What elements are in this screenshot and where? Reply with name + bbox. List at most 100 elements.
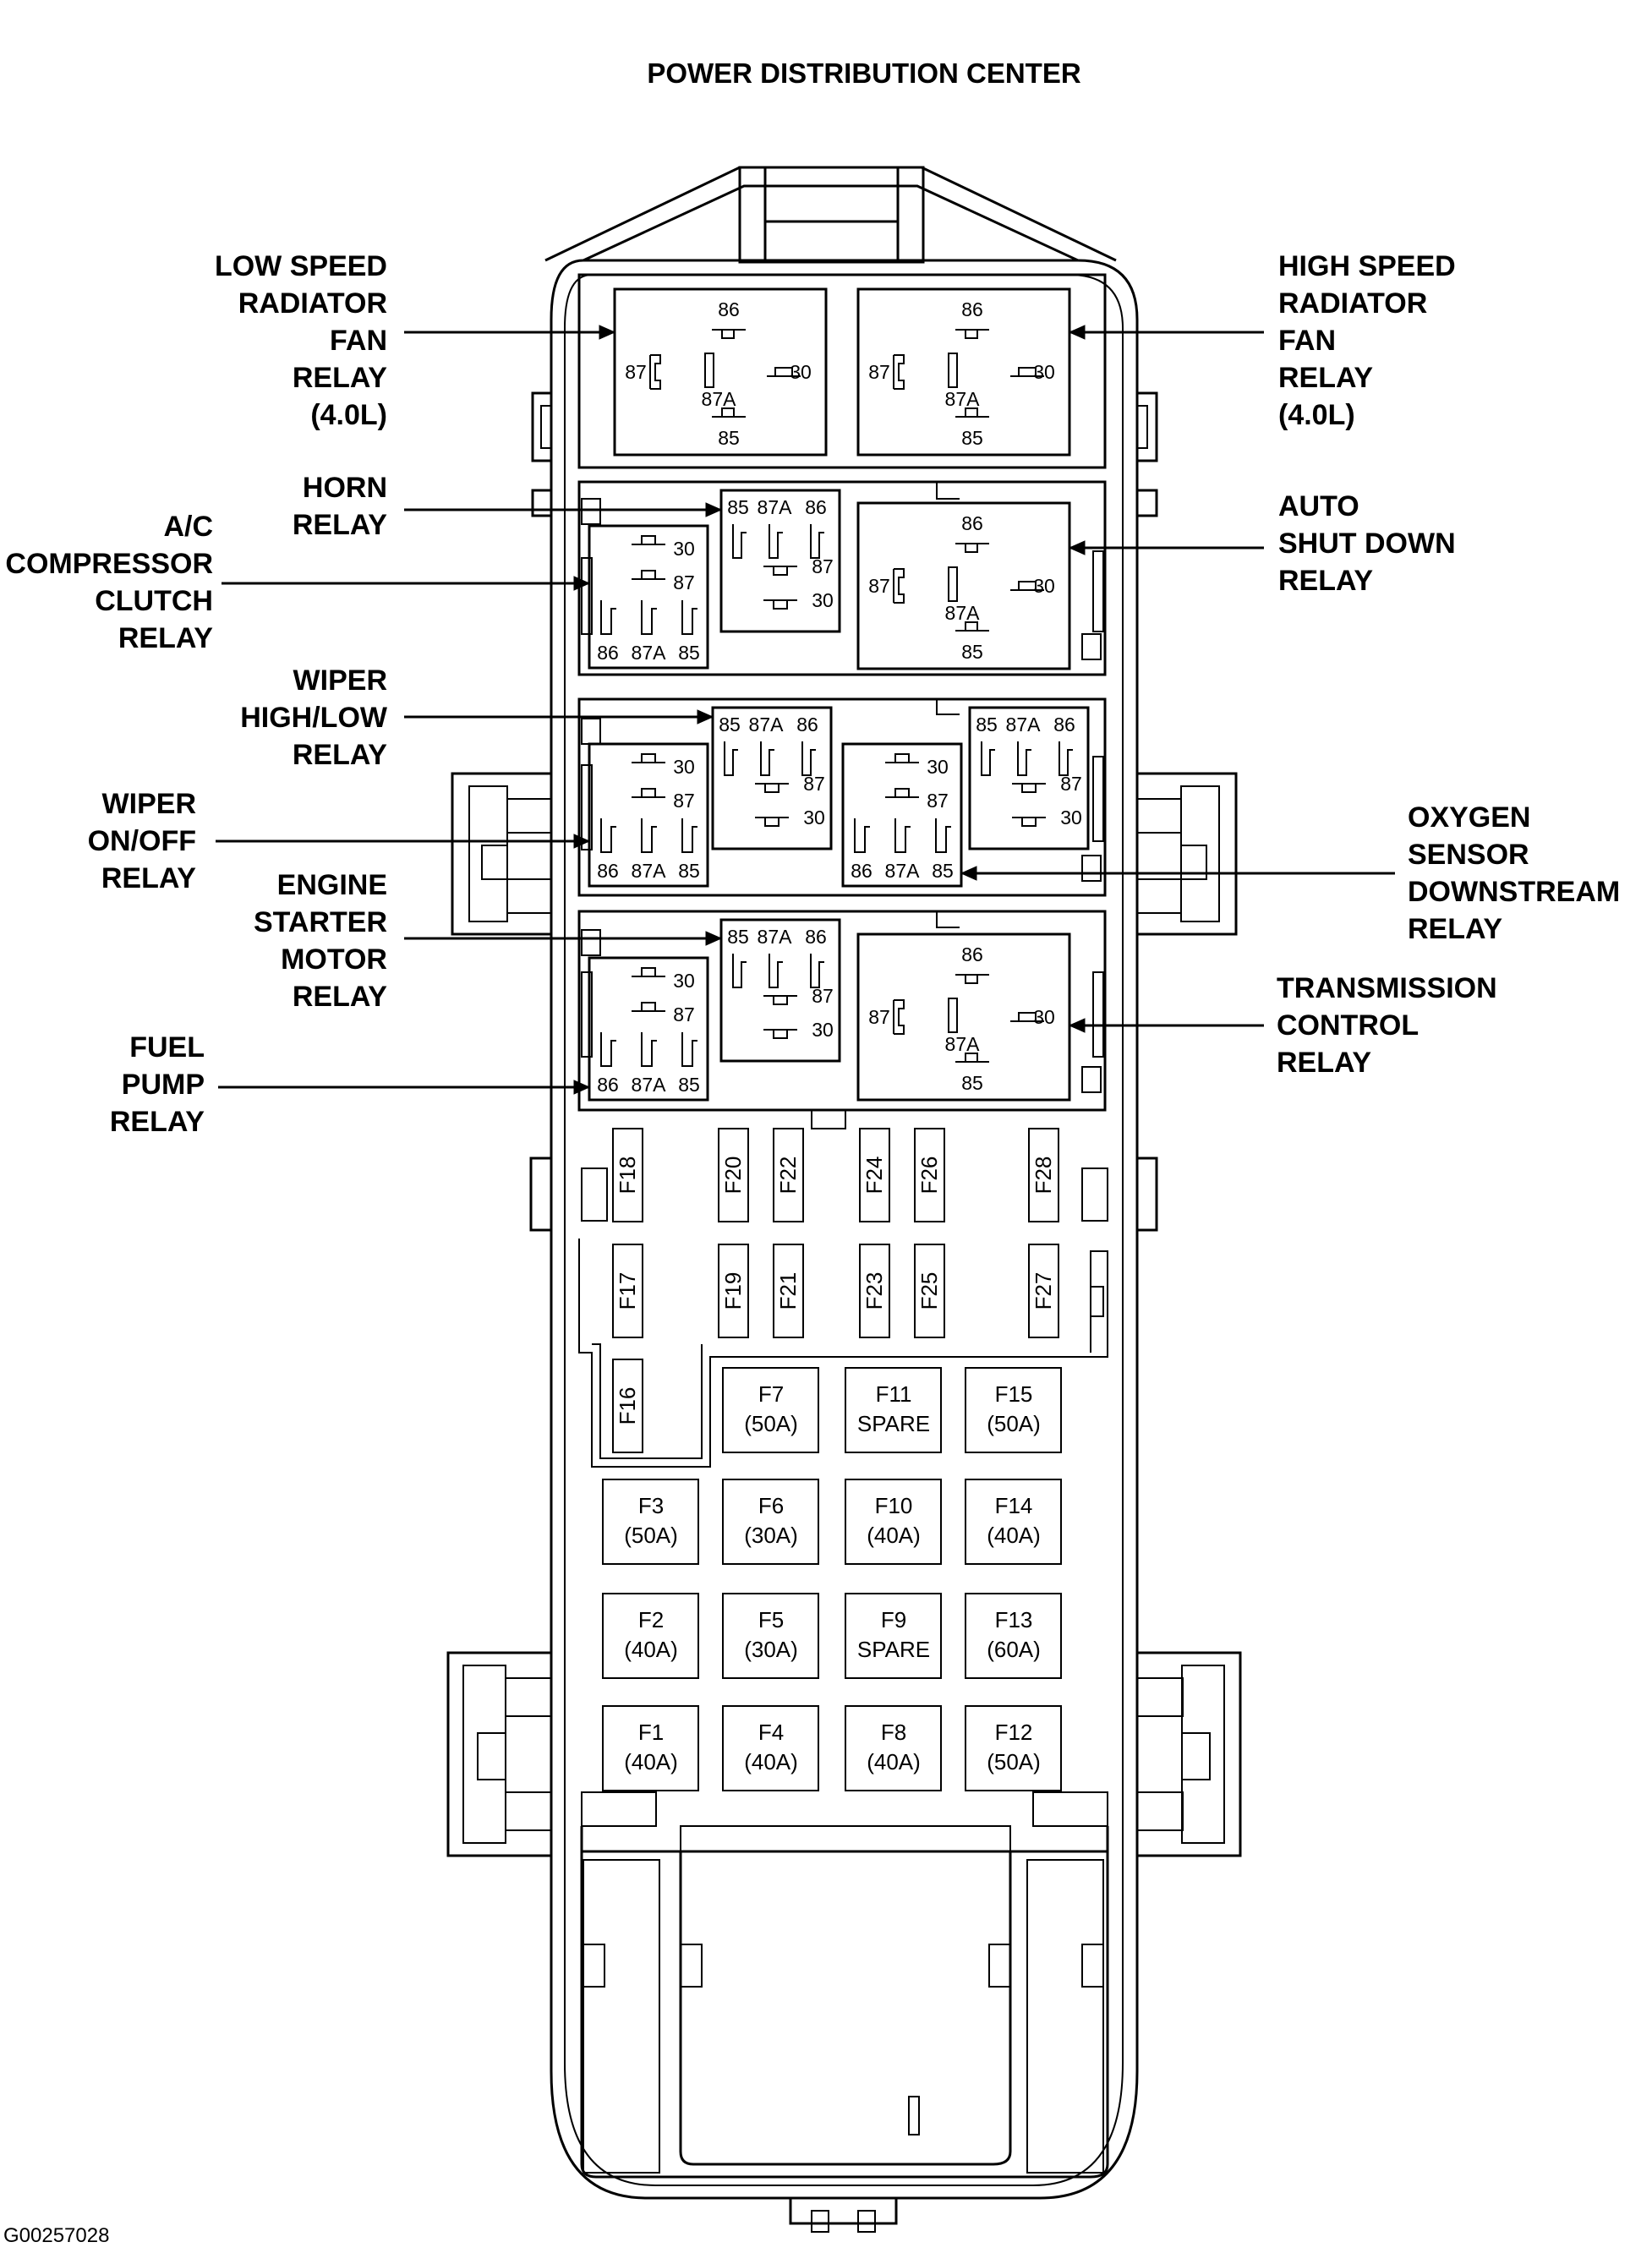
mini-fuse: F26 [914, 1128, 945, 1222]
fuse-id: F5 [758, 1607, 784, 1632]
relay-body [856, 932, 1071, 1102]
fuse-body [1028, 1244, 1059, 1338]
callout-line: RADIATOR [1278, 287, 1427, 320]
maxi-fuse: F7(50A) [722, 1367, 819, 1453]
pin-label: 87 [868, 1006, 890, 1028]
fuse-id: F6 [758, 1493, 784, 1518]
fuse-id: F9 [881, 1607, 906, 1632]
pin-87-terminal [893, 568, 905, 604]
pin-label: 85 [718, 427, 740, 449]
callout-line: HIGH SPEED [1278, 250, 1456, 282]
pin-label: 87A [945, 602, 981, 624]
relay-terminal [732, 954, 747, 988]
callout-line: FAN [1278, 325, 1336, 357]
housing-outline [446, 166, 1242, 2233]
pin-label: 30 [803, 807, 825, 828]
fuse-id: F10 [875, 1493, 913, 1518]
pin-label: 85 [727, 926, 749, 948]
relay-terminal [1017, 741, 1031, 776]
fuse-body [722, 1593, 819, 1679]
fuse-label: F20 [720, 1157, 746, 1195]
mini-fuse: F19 [718, 1244, 749, 1338]
pin-label: 87 [673, 1003, 695, 1025]
pin-label: 86 [961, 512, 983, 534]
fuse-body [602, 1705, 699, 1791]
pin-label: 30 [1060, 807, 1082, 828]
panel-tab [581, 498, 601, 525]
relay-terminal [600, 600, 616, 635]
relay-body [613, 287, 828, 457]
pin-87-terminal [893, 354, 905, 390]
pin-30-terminal [1010, 367, 1044, 377]
relay-terminal [724, 741, 738, 776]
fuse-body [914, 1128, 945, 1222]
relay-body [588, 956, 709, 1102]
arrow-head [1068, 1018, 1086, 1033]
pin-label: 87A [758, 496, 793, 518]
pin-87a-terminal [948, 998, 958, 1033]
fuse-rating: (40A) [624, 1749, 678, 1775]
pin-30-terminal [767, 367, 801, 377]
relay-body [711, 706, 833, 850]
relay-terminal [681, 1032, 697, 1067]
maxi-fuse: F5(30A) [722, 1593, 819, 1679]
maxi-fuse: F13(60A) [965, 1593, 1062, 1679]
pin-label: 87 [868, 575, 890, 597]
pin-86-terminal [955, 974, 989, 984]
pin-label: 86 [1053, 714, 1075, 736]
pin-label: 87 [1060, 773, 1082, 795]
relay-terminal [681, 818, 697, 853]
fuse-body [859, 1244, 890, 1338]
callout-line: HIGH/LOW [240, 702, 388, 734]
panel-notch [936, 911, 960, 928]
fuse-body [718, 1128, 749, 1222]
relay-terminal [681, 600, 697, 635]
fuse-body [914, 1244, 945, 1338]
callout-line: TRANSMISSION [1277, 972, 1497, 1004]
pin-86-terminal [712, 329, 746, 339]
relay-body [968, 706, 1090, 850]
relay-body [856, 287, 1071, 457]
fuse-body [845, 1593, 942, 1679]
maxi-fuse: F15(50A) [965, 1367, 1062, 1453]
fuse-label: F19 [720, 1272, 746, 1310]
fuse-rating: (40A) [867, 1749, 921, 1775]
pin-87-terminal [893, 999, 905, 1035]
pin-label: 86 [805, 496, 827, 518]
fuse-label: F17 [615, 1272, 640, 1310]
pin-label: 86 [851, 860, 872, 882]
pin-87a-terminal [948, 353, 958, 388]
callout-line: CONTROL [1277, 1009, 1419, 1042]
maxi-fuse: F12(50A) [965, 1705, 1062, 1791]
fuse-body [845, 1479, 942, 1565]
pin-label: 30 [1033, 1006, 1055, 1028]
pin-label: 87 [812, 985, 834, 1007]
callout-line: RELAY [110, 1106, 205, 1138]
pin-label: 87A [749, 714, 785, 736]
relay-terminal [600, 1032, 616, 1067]
mini-fuse: F27 [1028, 1244, 1059, 1338]
pin-86-terminal [955, 329, 989, 339]
pin-label: 87A [1006, 714, 1042, 736]
relay-terminal [732, 524, 747, 559]
mini-fuse: F21 [773, 1244, 804, 1338]
panel-tab [1081, 855, 1102, 882]
callout-line: RELAY [1277, 1047, 1371, 1079]
relay-terminal [769, 954, 783, 988]
pin-label: 87A [632, 642, 667, 664]
pin-label: 86 [597, 1074, 619, 1096]
callout-line: RADIATOR [238, 287, 387, 320]
fuse-id: F15 [995, 1381, 1033, 1407]
pin-label: 30 [673, 538, 695, 560]
pin-label: 87 [625, 361, 647, 383]
relay-terminal [641, 600, 657, 635]
pin-87-terminal [755, 783, 789, 793]
callout-line: FAN [330, 325, 387, 357]
